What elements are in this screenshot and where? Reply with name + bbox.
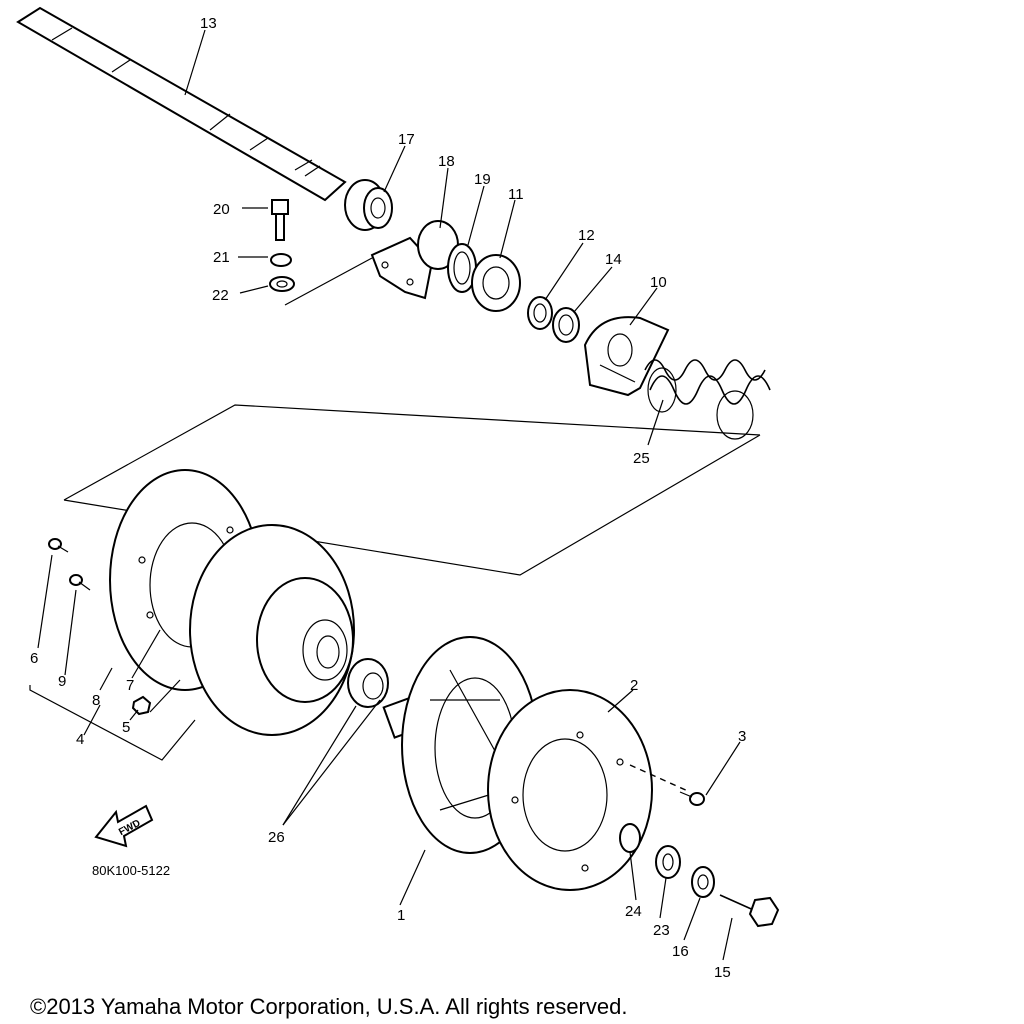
label-25: 25 bbox=[633, 450, 650, 467]
label-5: 5 bbox=[122, 719, 130, 736]
label-16: 16 bbox=[672, 943, 689, 960]
washer-part-16 bbox=[691, 866, 715, 898]
label-1: 1 bbox=[397, 907, 405, 924]
drawing-code: 80K100-5122 bbox=[92, 863, 170, 878]
exploded-parts-diagram: FWD 80K100-5122 13 17 bbox=[16, 6, 780, 981]
label-6: 6 bbox=[30, 650, 38, 667]
label-23: 23 bbox=[653, 922, 670, 939]
collar-part-24 bbox=[619, 823, 641, 853]
label-24: 24 bbox=[625, 903, 642, 920]
forward-arrow-icon: FWD bbox=[94, 804, 154, 848]
label-12: 12 bbox=[578, 227, 595, 244]
screw-part-9 bbox=[69, 574, 91, 591]
label-14: 14 bbox=[605, 251, 622, 268]
clip-part-19 bbox=[447, 243, 477, 293]
cam-part-10 bbox=[583, 316, 670, 397]
washer-part-21 bbox=[270, 253, 292, 267]
part-labels: 13 17 18 19 11 12 14 10 25 20 21 22 6 9 … bbox=[30, 15, 746, 981]
label-26: 26 bbox=[268, 829, 285, 846]
label-22: 22 bbox=[212, 287, 229, 304]
label-13: 13 bbox=[200, 15, 217, 32]
washer-part-14 bbox=[552, 307, 580, 343]
bearing-part-17 bbox=[344, 179, 393, 231]
bolt-part-20 bbox=[271, 199, 289, 241]
washer-part-23 bbox=[655, 845, 681, 879]
washer-part-11 bbox=[471, 254, 521, 312]
label-15: 15 bbox=[714, 964, 731, 981]
label-9: 9 bbox=[58, 673, 66, 690]
label-21: 21 bbox=[213, 249, 230, 266]
bolt-part-15 bbox=[719, 894, 780, 928]
washer-part-22 bbox=[269, 276, 295, 292]
bushing-part-26 bbox=[347, 658, 389, 708]
label-2: 2 bbox=[630, 677, 638, 694]
label-17: 17 bbox=[398, 131, 415, 148]
screw-part-6 bbox=[48, 538, 69, 553]
shaft-part-13 bbox=[16, 6, 347, 202]
label-3: 3 bbox=[738, 728, 746, 745]
sheave-part-7 bbox=[189, 524, 355, 736]
plate-part-2 bbox=[487, 689, 653, 891]
bracket-part-18 bbox=[370, 220, 459, 300]
label-10: 10 bbox=[650, 274, 667, 291]
label-20: 20 bbox=[213, 201, 230, 218]
label-11: 11 bbox=[508, 186, 524, 203]
copyright-notice: ©2013 Yamaha Motor Corporation, U.S.A. A… bbox=[30, 994, 628, 1019]
assembly-line bbox=[284, 257, 373, 306]
nut-part-5 bbox=[131, 695, 152, 716]
label-19: 19 bbox=[474, 171, 491, 188]
label-7: 7 bbox=[126, 677, 134, 694]
label-4: 4 bbox=[76, 731, 84, 748]
clip-part-12 bbox=[527, 296, 553, 330]
screw-part-3 bbox=[629, 764, 705, 806]
label-18: 18 bbox=[438, 153, 455, 170]
spring-part-25 bbox=[644, 359, 771, 440]
leader-lines bbox=[29, 29, 741, 961]
label-8: 8 bbox=[92, 692, 100, 709]
